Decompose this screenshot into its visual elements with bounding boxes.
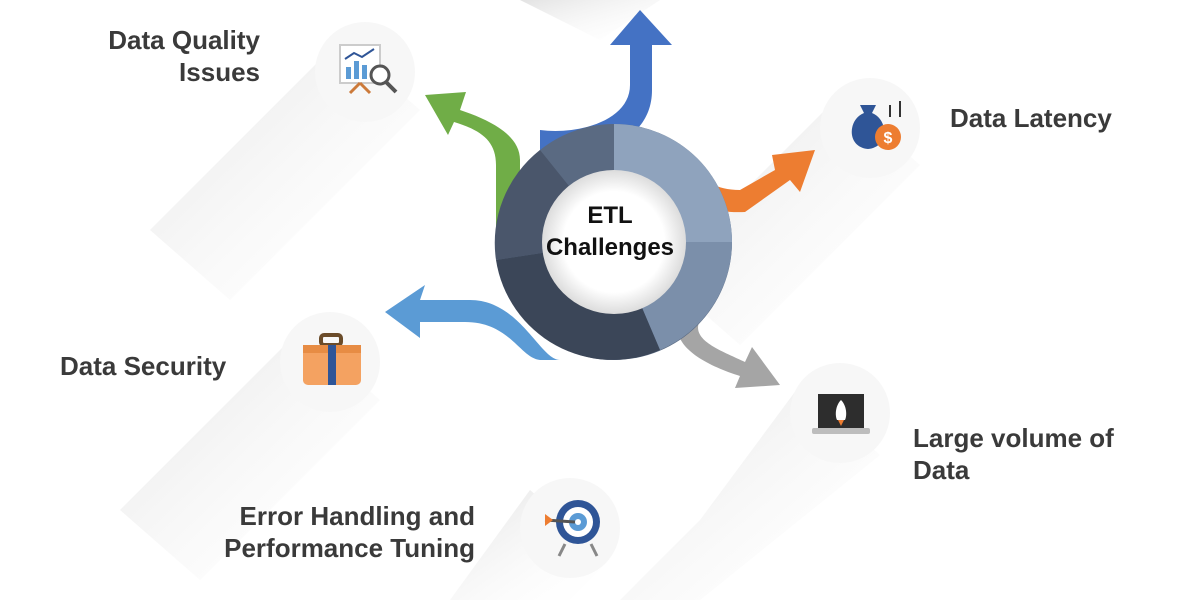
center-title: ETL Challenges (530, 200, 690, 264)
center-title-line2: Challenges (545, 234, 675, 261)
money-bag-icon: $ (851, 101, 901, 150)
briefcase-icon (303, 333, 361, 385)
center-ring (494, 124, 732, 360)
label-large-volume-line2: Data (913, 455, 970, 485)
label-data-security-line1: Data Security (60, 351, 227, 381)
label-data-quality-line2: Issues (179, 57, 260, 87)
laptop-rocket-icon (812, 394, 870, 434)
target-icon (544, 500, 600, 557)
svg-text:$: $ (884, 130, 893, 147)
label-data-quality: Data Quality Issues (60, 24, 260, 88)
label-error-handling-line2: Performance Tuning (224, 533, 475, 563)
arrow-lightblue (385, 285, 560, 360)
arrow-top (540, 10, 672, 158)
center-title-line1: ETL (587, 202, 633, 229)
label-data-latency: Data Latency (950, 102, 1112, 134)
chart-magnifier-icon (339, 44, 398, 95)
label-data-latency-line1: Data Latency (950, 103, 1112, 133)
label-error-handling-line1: Error Handling and (239, 501, 475, 531)
label-data-security: Data Security (60, 350, 226, 382)
arrow-green (425, 92, 520, 250)
label-large-volume-line1: Large volume of (913, 423, 1114, 453)
label-error-handling: Error Handling and Performance Tuning (180, 500, 475, 564)
label-data-quality-line1: Data Quality (108, 25, 260, 55)
label-large-volume: Large volume of Data (913, 422, 1114, 486)
